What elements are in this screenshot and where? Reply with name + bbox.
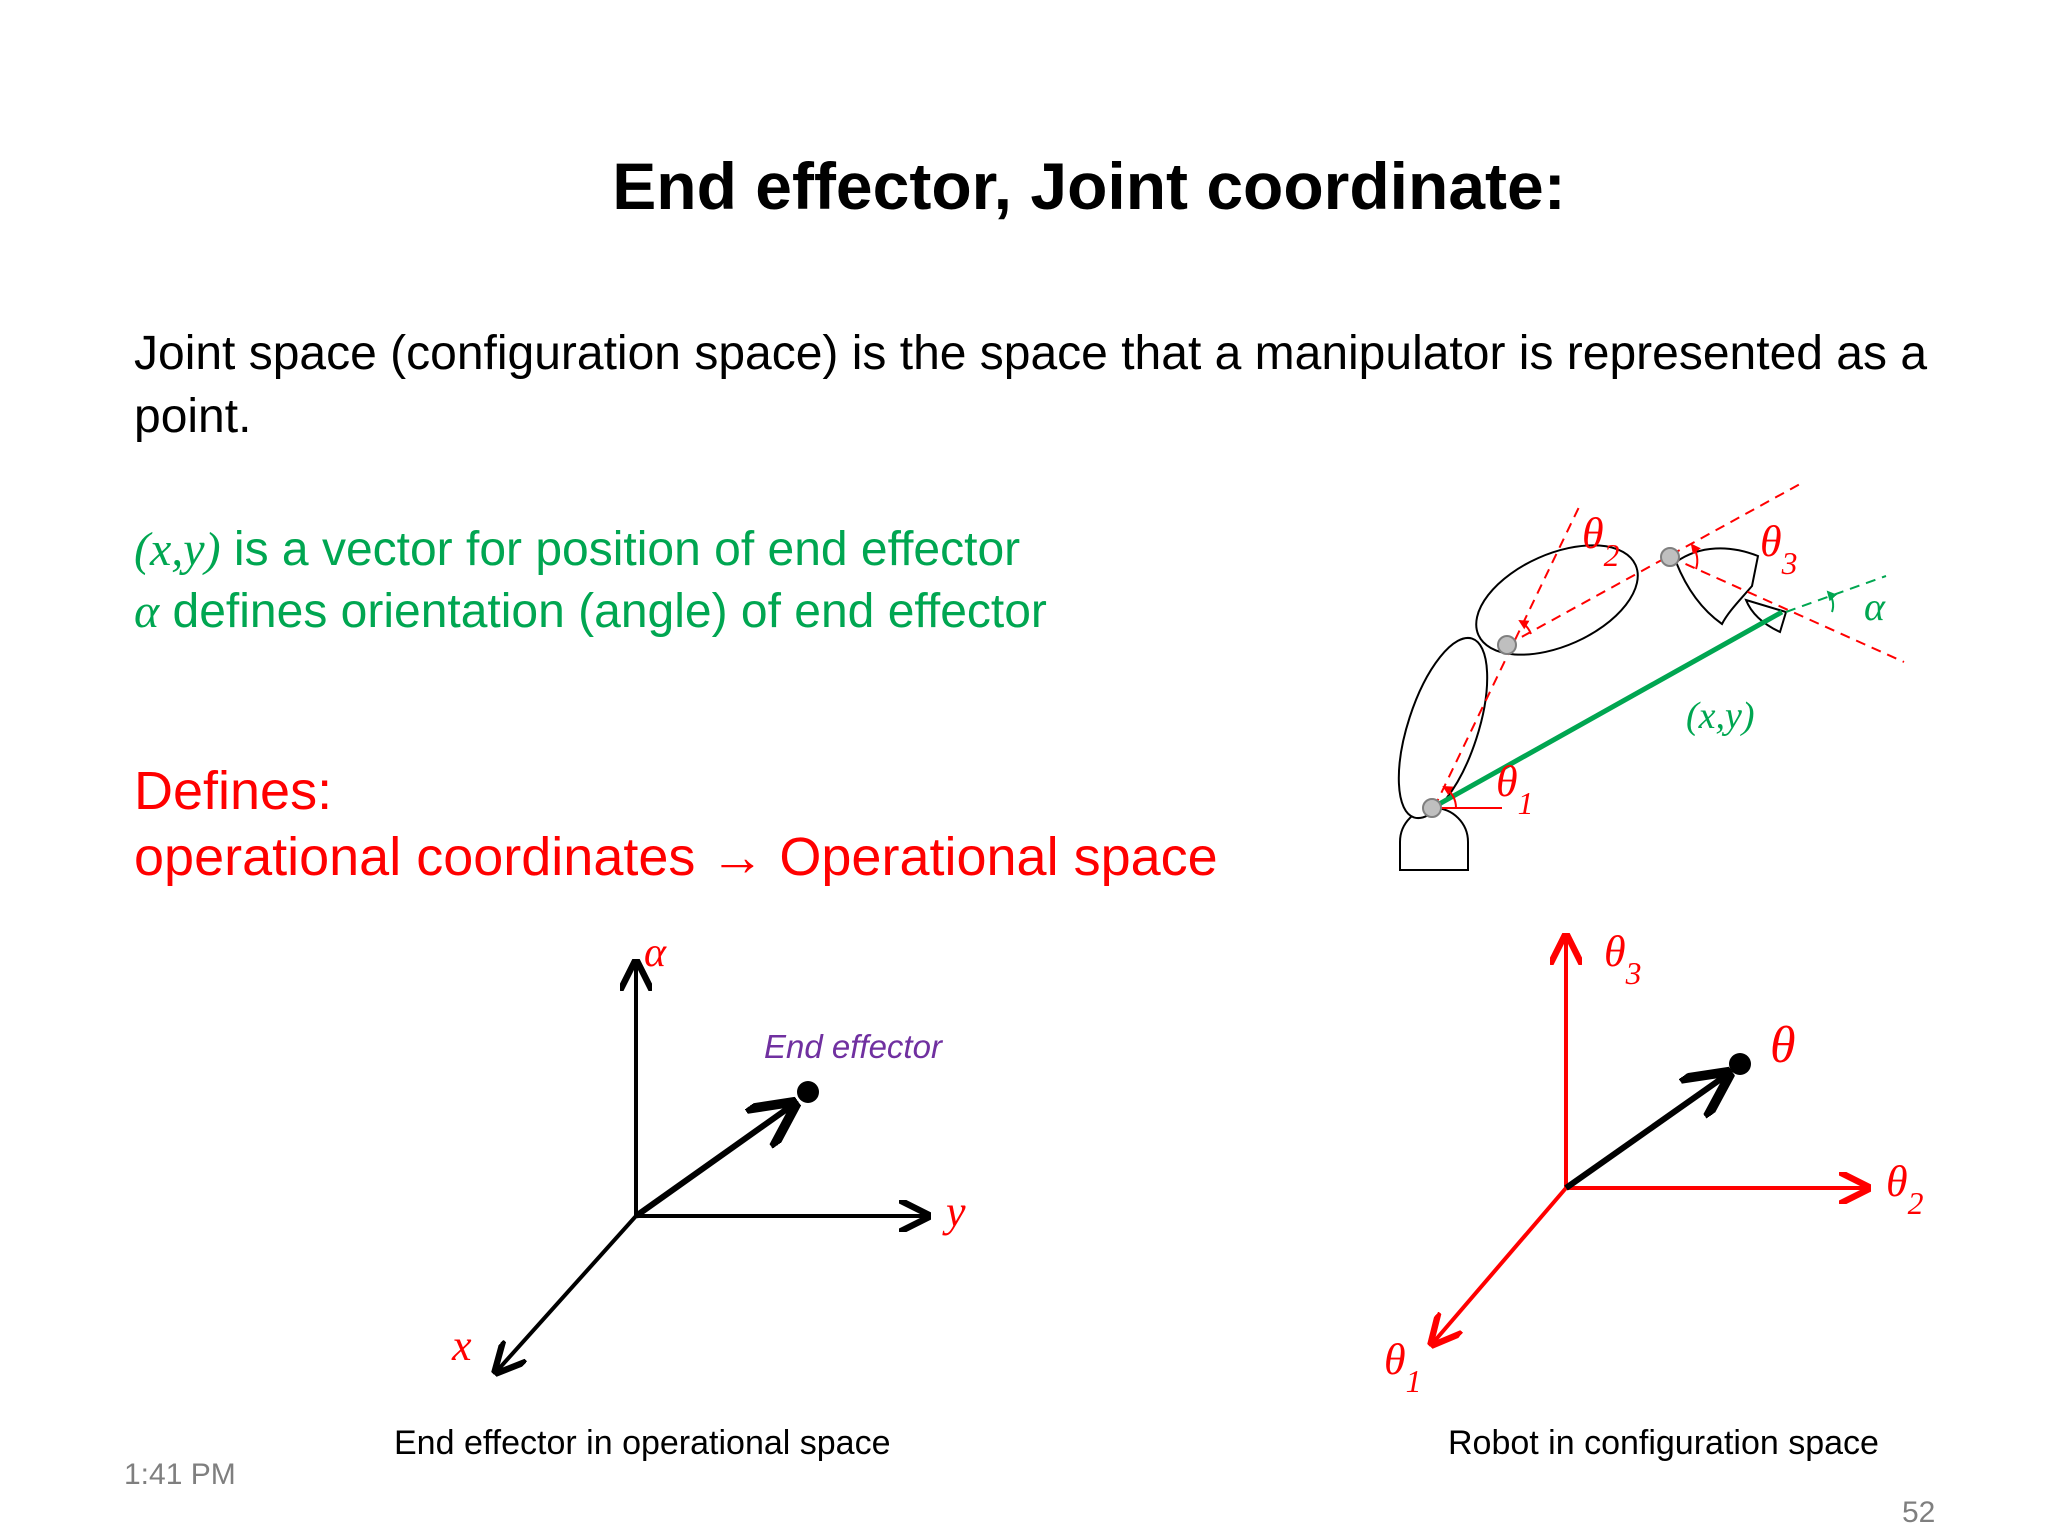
end-effector-label: End effector xyxy=(764,1028,944,1065)
theta3-axis-label: θ3 xyxy=(1604,927,1641,991)
joint-3 xyxy=(1660,547,1680,567)
operational-space-text: Operational space xyxy=(764,827,1218,887)
alpha-axis-label: α xyxy=(644,930,667,976)
position-vector-line: (x,y) is a vector for position of end ef… xyxy=(134,519,1020,581)
end-effector-point xyxy=(797,1081,819,1103)
configuration-point xyxy=(1729,1053,1751,1075)
theta2-axis-label: θ2 xyxy=(1886,1157,1924,1221)
operational-coordinates-text: operational coordinates xyxy=(134,827,711,887)
operational-space-definition: operational coordinates → Operational sp… xyxy=(134,824,1218,890)
joint-1 xyxy=(1422,798,1442,818)
xy-symbol: (x,y) xyxy=(134,523,221,576)
theta1-axis-label: θ1 xyxy=(1384,1335,1421,1399)
intro-paragraph: Joint space (configuration space) is the… xyxy=(134,327,1928,443)
theta2-arc-icon xyxy=(1518,619,1532,635)
alpha-arc-icon xyxy=(1826,590,1838,613)
gripper xyxy=(1674,547,1760,626)
link-2 xyxy=(1475,544,1639,656)
operational-space-caption: End effector in operational space xyxy=(394,1424,891,1462)
right-arrow-icon: → xyxy=(710,827,765,887)
orientation-line: α defines orientation (angle) of end eff… xyxy=(134,581,1047,643)
robot-arm-diagram: θ1 θ2 θ3 α (x,y) xyxy=(1397,483,1905,871)
x-axis xyxy=(496,1214,638,1372)
defines-heading: Defines: xyxy=(134,761,333,821)
orientation-text: defines orientation (angle) of end effec… xyxy=(159,585,1047,638)
theta3-arc-icon xyxy=(1690,543,1701,570)
theta3-label: θ3 xyxy=(1760,517,1797,581)
y-axis-label: y xyxy=(942,1187,966,1236)
link-1 xyxy=(1397,636,1489,820)
theta-point-label: θ xyxy=(1770,1017,1796,1074)
position-vector xyxy=(1430,609,1784,811)
configuration-space-plot: θ3 θ2 θ1 θ xyxy=(1384,927,1924,1399)
link1-axis-line xyxy=(1433,504,1581,809)
alpha-symbol: α xyxy=(134,585,160,638)
link2-axis-line xyxy=(1506,483,1801,646)
theta1-arc-icon xyxy=(1442,785,1458,809)
position-vector-text: is a vector for position of end effector xyxy=(220,523,1021,576)
link3-axis-line xyxy=(1669,556,1905,663)
operational-space-plot: α y x End effector xyxy=(451,930,966,1372)
theta2-label: θ2 xyxy=(1582,509,1620,573)
alpha-label: α xyxy=(1864,584,1886,629)
configuration-vector xyxy=(1564,1074,1728,1191)
x-axis-label: x xyxy=(451,1321,472,1370)
xy-label: (x,y) xyxy=(1686,695,1755,737)
end-effector-vector xyxy=(634,1104,794,1219)
theta1-label: θ1 xyxy=(1496,757,1533,821)
timestamp: 1:41 PM xyxy=(124,1458,236,1491)
page-number: 52 xyxy=(1902,1496,1936,1529)
configuration-space-caption: Robot in configuration space xyxy=(1448,1424,1879,1462)
joint-2 xyxy=(1497,635,1517,655)
slide-title: End effector, Joint coordinate: xyxy=(612,149,1566,223)
theta1-axis xyxy=(1432,1186,1568,1344)
